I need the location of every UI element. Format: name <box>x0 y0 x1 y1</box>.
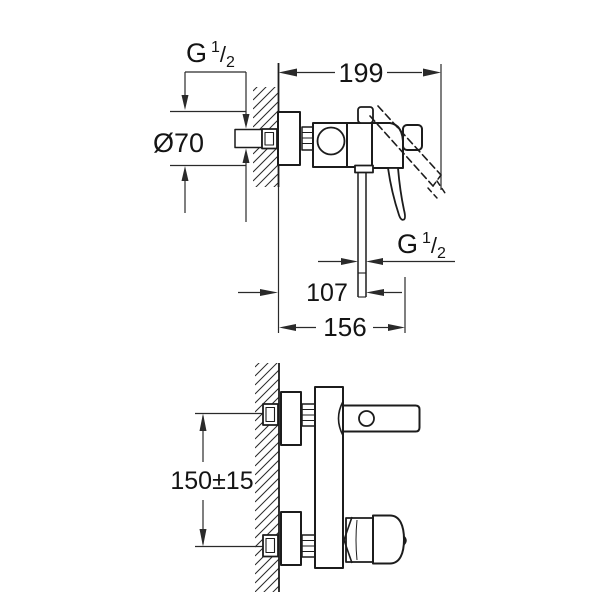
spout-arm <box>342 404 421 433</box>
spout-arm-hole <box>358 410 375 427</box>
dimension-outlet-depth: 107 <box>238 279 402 307</box>
dimension-flange-diameter: Ø70 <box>153 128 204 213</box>
arrowhead <box>242 114 250 129</box>
front-view: 150±15 <box>170 363 421 592</box>
arrowhead <box>242 148 250 163</box>
outlet-collar <box>354 164 374 174</box>
arrowhead <box>199 413 207 431</box>
arrowhead <box>181 95 189 110</box>
dimension-label-107: 107 <box>306 279 348 307</box>
dimension-label-dia70: Ø70 <box>153 128 204 158</box>
wall-hatch-front-view <box>255 363 279 592</box>
dimension-label-156: 156 <box>323 312 366 342</box>
mixer-body <box>346 122 373 168</box>
dimension-handle-depth: 156 <box>279 277 406 342</box>
arrowhead <box>341 258 358 265</box>
arrowhead <box>388 324 405 331</box>
wall-flange-escutcheon <box>280 511 302 566</box>
arrowhead <box>366 289 384 296</box>
check-valve-ball <box>316 126 346 156</box>
top-cap <box>357 106 374 124</box>
arrowhead <box>199 529 207 547</box>
spout-arm-junction-curve <box>337 401 344 436</box>
supply-pipe-stub <box>234 128 263 149</box>
dimension-label-150: 150±15 <box>170 467 253 495</box>
lever-handle-closed <box>387 167 406 221</box>
lever-end-cap <box>402 124 423 151</box>
knob-index-nub <box>403 534 407 547</box>
knob-junction-curve <box>343 516 353 564</box>
arrowhead <box>366 258 383 265</box>
wall-flange-escutcheon <box>280 391 302 446</box>
lower-inlet-connection <box>262 511 316 566</box>
union-nut-inner <box>264 131 275 146</box>
handle-knob <box>343 514 407 565</box>
lever-handle-open-dashed <box>369 105 446 199</box>
shower-outlet-pipe <box>357 172 367 298</box>
wall-flange-escutcheon <box>277 111 301 166</box>
dimension-inlet-center-distance: 150±15 <box>170 413 254 547</box>
union-nut-inner <box>265 537 276 554</box>
handle-base <box>371 122 404 169</box>
knob-neck <box>345 517 374 563</box>
arrowhead <box>423 68 441 77</box>
knob-end-cap <box>372 514 405 565</box>
union-nut-inner <box>265 406 276 423</box>
dimension-label-199: 199 <box>338 58 383 88</box>
arrowhead <box>278 68 297 77</box>
dimension-total-depth: 199 <box>278 58 442 190</box>
thread-connection <box>301 126 314 151</box>
arrowhead <box>260 289 278 296</box>
knob-shading-line <box>355 519 358 561</box>
arrowhead <box>279 324 296 331</box>
arrowhead <box>181 166 189 181</box>
upper-inlet-connection <box>262 391 316 446</box>
